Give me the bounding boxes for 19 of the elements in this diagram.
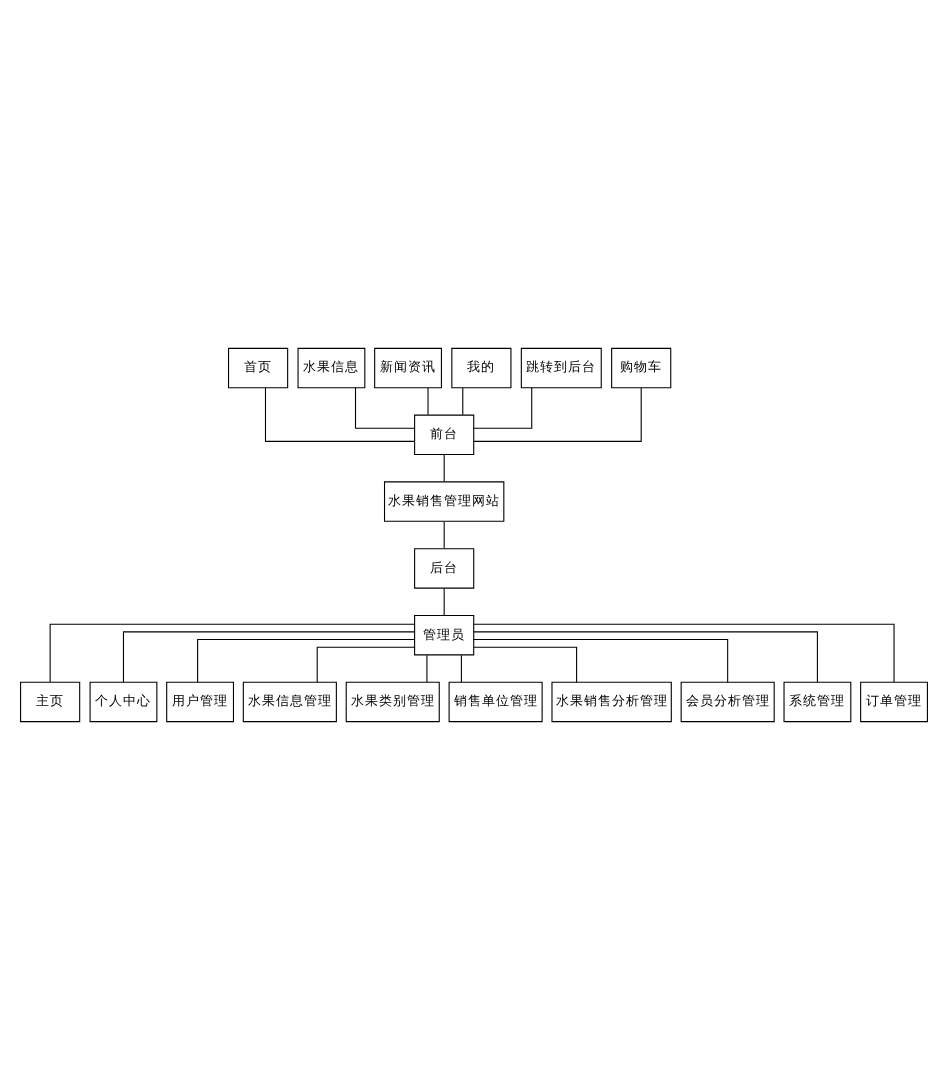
connector xyxy=(473,387,642,442)
connector xyxy=(473,623,895,683)
connector xyxy=(264,387,415,442)
connector xyxy=(426,654,428,683)
connector xyxy=(427,387,429,416)
connector xyxy=(473,631,818,683)
connector xyxy=(473,646,578,683)
connector xyxy=(460,654,462,683)
connector xyxy=(316,646,415,683)
connector xyxy=(443,587,445,616)
connector xyxy=(473,639,729,683)
connector xyxy=(443,454,445,483)
connector xyxy=(197,639,415,683)
connector xyxy=(443,521,445,549)
connector xyxy=(473,387,533,429)
connector xyxy=(354,387,415,429)
connector xyxy=(49,623,416,683)
connector xyxy=(122,631,416,683)
connector xyxy=(462,387,464,416)
